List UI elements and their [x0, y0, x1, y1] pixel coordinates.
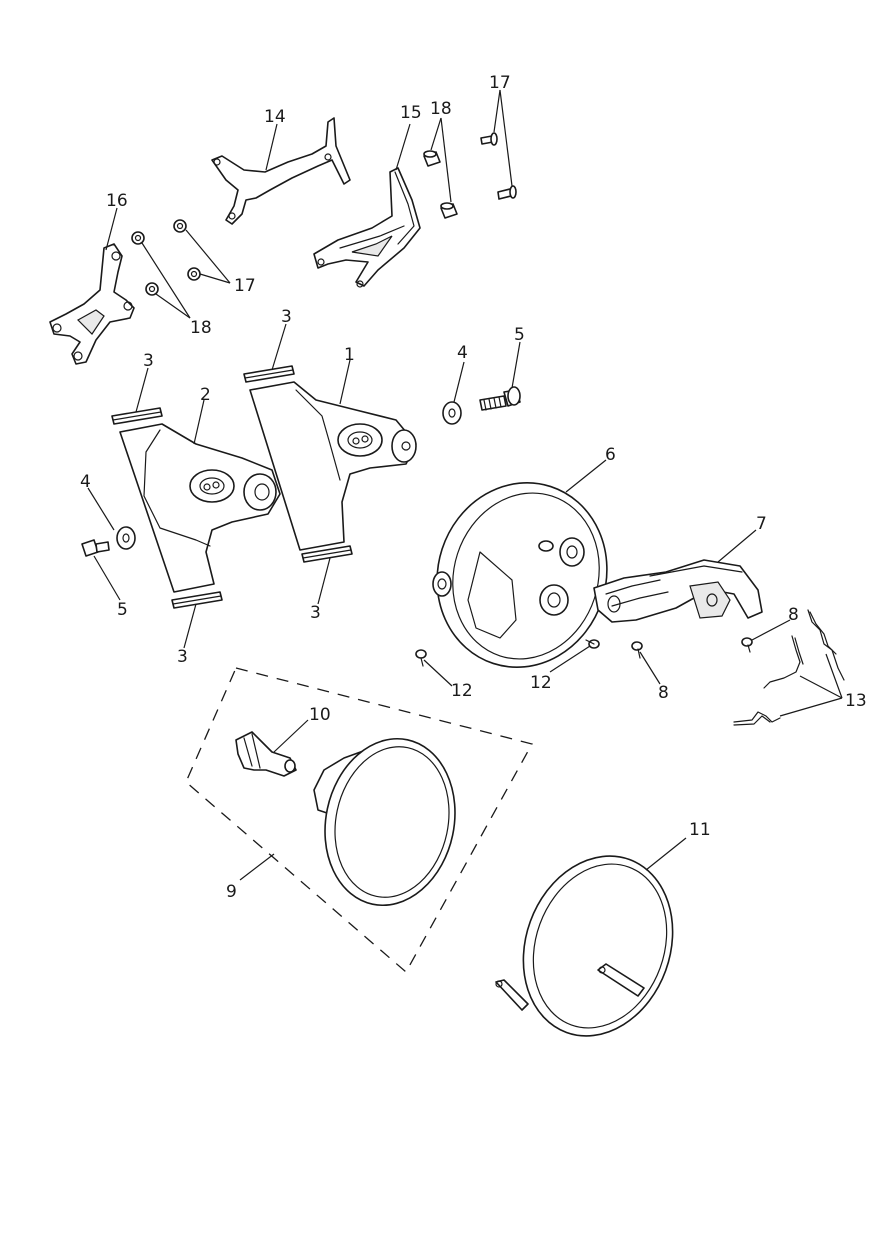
callout-8-lower: 8: [658, 683, 669, 703]
callout-3-part2-top: 3: [143, 351, 154, 371]
callout-1: 1: [344, 345, 355, 365]
callout-3-part2-bottom: 3: [177, 647, 188, 667]
screw-12-b[interactable]: [585, 639, 600, 649]
part-11-rim[interactable]: [495, 835, 697, 1057]
washer-17-b[interactable]: [187, 267, 201, 281]
callout-3-part1-top: 3: [281, 307, 292, 327]
clip-13-a[interactable]: [807, 609, 845, 681]
o-ring-3-d[interactable]: [301, 545, 353, 563]
callout-labels: 14 15 18 17 16 17 18 3 2 3 1 4 5 4 5 3 3…: [80, 73, 867, 902]
bolt-17-b[interactable]: [497, 185, 517, 200]
part-6-headlight-shell[interactable]: [413, 461, 630, 690]
callout-18-left: 18: [190, 318, 212, 338]
headlight-unit[interactable]: [310, 727, 470, 918]
callout-11: 11: [689, 820, 711, 840]
washer-18-a[interactable]: [131, 231, 145, 245]
callout-8-right: 8: [788, 605, 799, 625]
o-ring-3-b[interactable]: [171, 591, 223, 609]
part-15-bracket[interactable]: [313, 167, 421, 288]
screw-8-a[interactable]: [631, 641, 643, 659]
screw-12-a[interactable]: [415, 649, 427, 667]
o-ring-3-c[interactable]: [243, 365, 295, 383]
part-14-bracket[interactable]: [211, 117, 351, 225]
bolt-5-right[interactable]: [479, 386, 521, 411]
callout-5-right: 5: [514, 325, 525, 345]
part-16-bracket[interactable]: [49, 243, 135, 365]
callout-12-left: 12: [451, 681, 473, 701]
callout-17-top: 17: [489, 73, 511, 93]
callout-17-left: 17: [234, 276, 256, 296]
spacer-18-b[interactable]: [440, 202, 458, 219]
screw-8-b[interactable]: [741, 637, 753, 653]
part-1-headlight-bracket-right[interactable]: [249, 381, 417, 551]
clip-13-b[interactable]: [763, 635, 804, 689]
callout-12-right: 12: [530, 673, 552, 693]
callout-15: 15: [400, 103, 422, 123]
callout-16: 16: [106, 191, 128, 211]
callout-14: 14: [264, 107, 286, 127]
washer-17-a[interactable]: [173, 219, 187, 233]
spacer-18-a[interactable]: [423, 150, 441, 167]
part-7-shell-bracket[interactable]: [593, 559, 763, 623]
leader-lines: [87, 89, 843, 881]
washer-18-b[interactable]: [145, 282, 159, 296]
clip-13-c[interactable]: [733, 711, 781, 726]
callout-3-part1-bottom: 3: [310, 603, 321, 623]
callout-6: 6: [605, 445, 616, 465]
washer-4-left[interactable]: [116, 526, 136, 550]
part-2-headlight-bracket-left[interactable]: [119, 423, 281, 593]
callout-13: 13: [845, 691, 867, 711]
callout-4-right: 4: [457, 343, 468, 363]
callout-5-left: 5: [117, 600, 128, 620]
bolt-5-left[interactable]: [81, 539, 110, 557]
callout-2: 2: [200, 385, 211, 405]
bolt-17-a[interactable]: [480, 132, 498, 146]
callout-7: 7: [756, 514, 767, 534]
callout-9: 9: [226, 882, 237, 902]
callout-10: 10: [309, 705, 331, 725]
o-ring-3-a[interactable]: [111, 407, 163, 425]
callout-4-left: 4: [80, 472, 91, 492]
callout-18-top: 18: [430, 99, 452, 119]
washer-4-right[interactable]: [442, 401, 462, 425]
part-10-bulb[interactable]: [235, 731, 297, 777]
